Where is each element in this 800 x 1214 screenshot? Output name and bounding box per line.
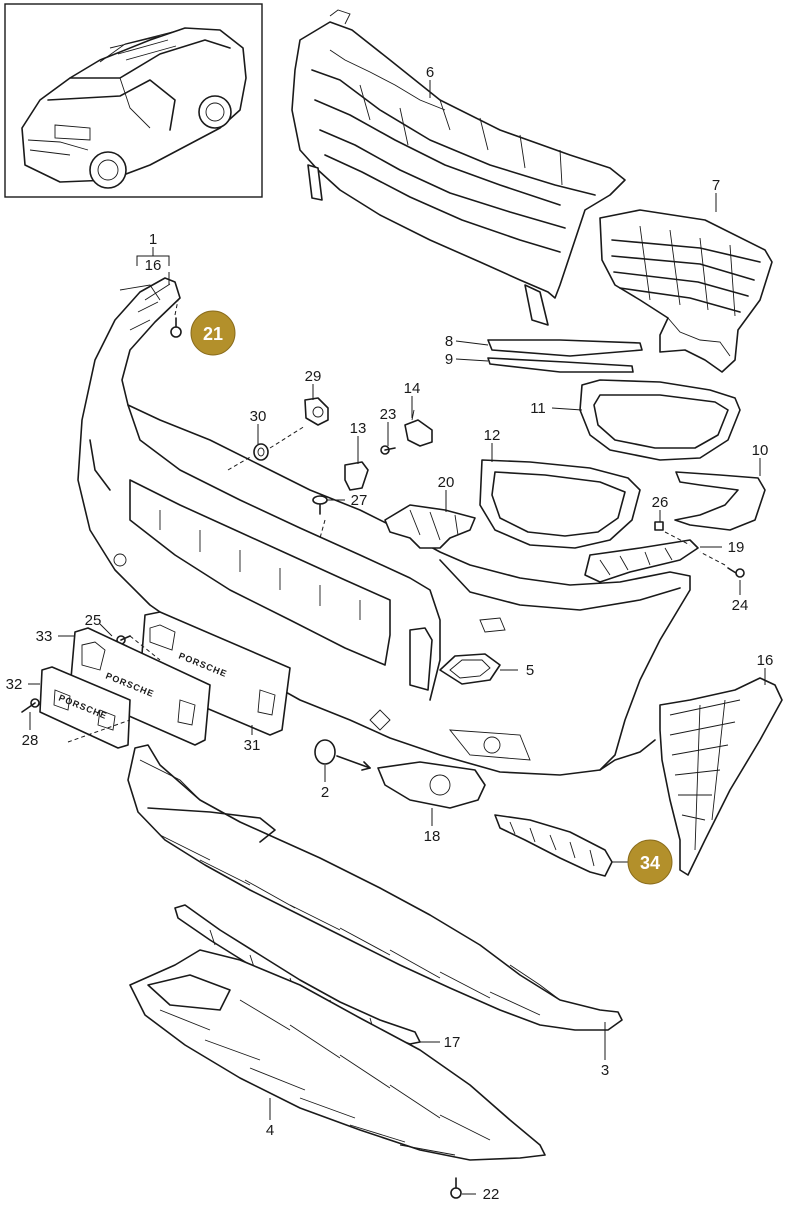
label-29: 29 — [305, 368, 322, 385]
part-30-grommet[interactable] — [253, 443, 269, 461]
part-8-trim-strip[interactable] — [487, 339, 643, 357]
assembly-lines — [67, 299, 726, 771]
part-21-screw[interactable] — [170, 317, 182, 338]
part-13-clip[interactable] — [344, 461, 369, 491]
part-29-sensor[interactable] — [304, 397, 329, 426]
part-28-screw[interactable] — [21, 698, 40, 713]
part-32-plate-base[interactable]: PORSCHE — [39, 666, 131, 749]
label-23: 23 — [380, 406, 397, 423]
part-19-bracket[interactable] — [584, 539, 699, 583]
label-13: 13 — [350, 420, 367, 437]
part-24-screw[interactable] — [727, 567, 745, 578]
part-10-side-trim[interactable] — [674, 471, 766, 531]
part-14-sensor-bracket[interactable] — [404, 409, 433, 447]
part-34-side-bracket[interactable] — [494, 814, 613, 877]
label-19: 19 — [728, 539, 745, 556]
part-3-lower-spoiler[interactable] — [127, 744, 623, 1031]
part-20-center-bracket[interactable] — [384, 504, 476, 549]
label-3: 3 — [601, 1062, 609, 1079]
label-4: 4 — [266, 1122, 274, 1139]
vehicle-thumbnail — [4, 3, 263, 198]
label-27: 27 — [351, 492, 368, 509]
label-28: 28 — [22, 732, 39, 749]
label-33: 33 — [36, 628, 53, 645]
label-11: 11 — [530, 400, 546, 417]
label-12: 12 — [484, 427, 501, 444]
label-24: 24 — [732, 597, 749, 614]
label-20: 20 — [438, 474, 455, 491]
label-18: 18 — [424, 828, 441, 845]
part-16-side-guide[interactable] — [659, 677, 783, 876]
badge-21-label: 21 — [203, 324, 223, 344]
label-32: 32 — [6, 676, 23, 693]
label-8: 8 — [445, 333, 453, 350]
label-22: 22 — [483, 1186, 500, 1203]
part-26-nut[interactable] — [654, 521, 664, 531]
badge-34-label: 34 — [640, 853, 660, 873]
part-5-tow-hook-cover[interactable] — [439, 653, 501, 685]
label-7: 7 — [712, 177, 720, 194]
part-4-underbody-panel[interactable] — [129, 949, 546, 1161]
badge-21[interactable]: 21 — [190, 310, 236, 356]
label-5: 5 — [526, 662, 534, 679]
part-9-trim-strip[interactable] — [487, 357, 634, 373]
label-1: 1 — [149, 231, 157, 248]
badge-34[interactable]: 34 — [627, 839, 673, 885]
label-6: 6 — [426, 64, 434, 81]
label-2: 2 — [321, 784, 329, 801]
label-31: 31 — [244, 737, 261, 754]
label-17: 17 — [444, 1034, 461, 1051]
label-26: 26 — [652, 494, 669, 511]
label-9: 9 — [445, 351, 453, 368]
label-25: 25 — [85, 612, 102, 629]
leader-lines — [28, 80, 766, 1195]
label-14: 14 — [404, 380, 421, 397]
part-12-lamp-frame[interactable] — [479, 459, 641, 549]
part-18-fog-trim[interactable] — [377, 761, 486, 809]
part-6-grille-carrier[interactable] — [291, 9, 626, 326]
part-2-tow-cap[interactable] — [314, 739, 336, 765]
label-10: 10 — [752, 442, 769, 459]
label-16-right: 16 — [757, 652, 774, 669]
label-30: 30 — [250, 408, 267, 425]
part-22-screw[interactable] — [450, 1177, 462, 1199]
part-11-lamp-surround[interactable] — [579, 379, 741, 461]
part-labels: 1 16 6 7 8 9 29 30 14 13 23 11 12 10 20 … — [6, 64, 774, 1203]
part-23-screw[interactable] — [380, 445, 396, 455]
label-16-top: 16 — [145, 257, 162, 274]
part-7-side-grille[interactable] — [599, 209, 773, 373]
